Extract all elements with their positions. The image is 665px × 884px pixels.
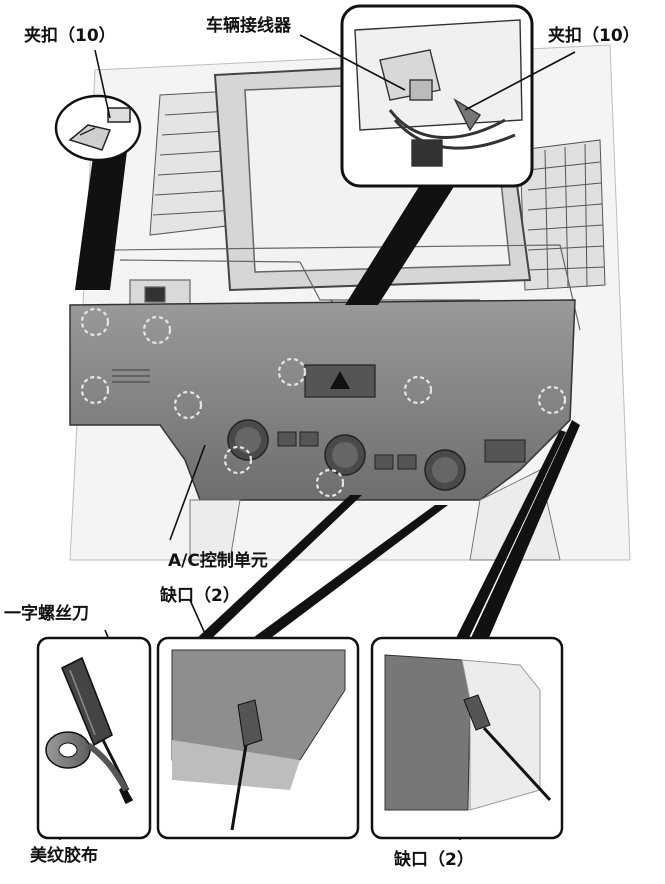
notch-detail-pane-left <box>156 636 360 840</box>
clip-detail-callout <box>54 94 142 290</box>
dashed-circle-clip-icon <box>315 468 345 498</box>
label-ac-control-unit: A/C控制单元 <box>168 551 268 571</box>
screwdriver-in-notch-right <box>463 694 552 802</box>
detail-wedges <box>195 420 580 640</box>
ac-buttons <box>277 431 526 470</box>
label-masking-tape: 美纹胶布 <box>30 846 98 866</box>
dashed-circle-clip-icon <box>223 445 253 475</box>
dashed-circle-clip-icon <box>173 390 203 420</box>
ac-control-panel <box>69 299 576 515</box>
label-vehicle-connector: 车辆接线器 <box>206 16 291 36</box>
ac-knob-left <box>227 419 269 461</box>
notch-detail-pane-right <box>370 636 564 840</box>
screwdriver-in-notch-left <box>230 699 263 831</box>
connector-detail-callout <box>340 4 534 305</box>
ac-knob-middle <box>324 434 366 476</box>
tools-detail-pane <box>36 636 152 840</box>
dashed-circle-clip-icon <box>80 375 110 405</box>
panel-left-grille <box>112 369 150 383</box>
dashed-circle-clip-icon <box>277 357 307 387</box>
label-notch-top: 缺口（2） <box>160 586 240 606</box>
flathead-screwdriver-illustration <box>60 656 134 805</box>
hazard-switch <box>304 364 376 398</box>
masking-tape-illustration <box>45 731 129 792</box>
label-clip-left: 夹扣（10） <box>24 26 116 46</box>
lower-console <box>189 469 561 561</box>
dashed-circle-clip-icon <box>80 307 110 337</box>
ac-knob-right <box>424 449 466 491</box>
hazard-triangle-icon <box>330 371 350 389</box>
label-notch-bottom: 缺口（2） <box>394 850 474 870</box>
dashed-circle-clip-icon <box>537 385 567 415</box>
label-clip-right: 夹扣（10） <box>548 26 640 46</box>
dashed-circle-clip-icon <box>142 315 172 345</box>
label-flathead-screwdriver: 一字螺丝刀 <box>4 604 89 624</box>
dashed-circle-clip-icon <box>403 375 433 405</box>
